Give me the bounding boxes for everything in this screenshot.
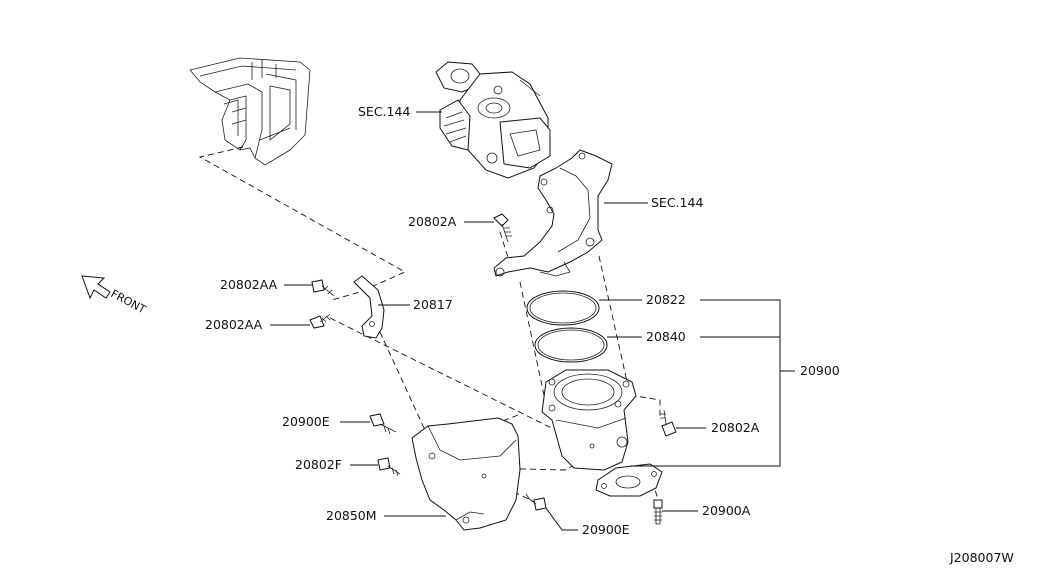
bolt-20802A-right: [660, 409, 677, 437]
label-20802AA-upper[interactable]: 20802AA: [220, 277, 278, 292]
turbocharger-illustration: [435, 61, 551, 179]
heat-insulator-20850M: [411, 417, 521, 531]
label-sec144-right[interactable]: SEC.144: [651, 195, 703, 210]
label-20802F[interactable]: 20802F: [295, 457, 342, 472]
front-label: FRONT: [109, 287, 149, 316]
label-20850M[interactable]: 20850M: [326, 508, 377, 523]
catalytic-converter-illustration: [541, 369, 663, 497]
label-20900E-upper[interactable]: 20900E: [282, 414, 330, 429]
bolt-20900E-lower: [525, 493, 547, 511]
stud-20900A: [653, 499, 663, 525]
part-labels: SEC.144 SEC.144 20802A 20802AA 20802AA 2…: [205, 104, 840, 537]
front-arrow-icon: [81, 275, 111, 300]
gasket-20840: [534, 327, 608, 363]
label-20802A-right[interactable]: 20802A: [711, 420, 760, 435]
engine-block-illustration: [189, 57, 311, 166]
label-20822[interactable]: 20822: [646, 292, 686, 307]
bolt-20802F: [377, 457, 401, 477]
label-20802AA-lower[interactable]: 20802AA: [205, 317, 263, 332]
leader-lines: [270, 111, 795, 531]
label-sec144-top[interactable]: SEC.144: [358, 104, 410, 119]
bracket-20817: [353, 275, 385, 339]
label-20900[interactable]: 20900: [800, 363, 840, 378]
label-20802A-top[interactable]: 20802A: [408, 214, 457, 229]
label-20840[interactable]: 20840: [646, 329, 686, 344]
bolt-20802A-top: [493, 213, 512, 243]
label-20900E-lower[interactable]: 20900E: [582, 522, 630, 537]
bolt-20802AA-lower: [309, 313, 331, 329]
label-20900A[interactable]: 20900A: [702, 503, 751, 518]
bolt-20802AA-upper: [311, 279, 335, 297]
drawing-code: J208007W: [949, 550, 1014, 565]
bolt-20900E-upper: [369, 413, 397, 435]
gasket-20822: [526, 290, 600, 326]
label-20817[interactable]: 20817: [413, 297, 453, 312]
exhaust-outlet-adapter: [493, 149, 613, 277]
front-direction-indicator: FRONT: [81, 275, 149, 316]
